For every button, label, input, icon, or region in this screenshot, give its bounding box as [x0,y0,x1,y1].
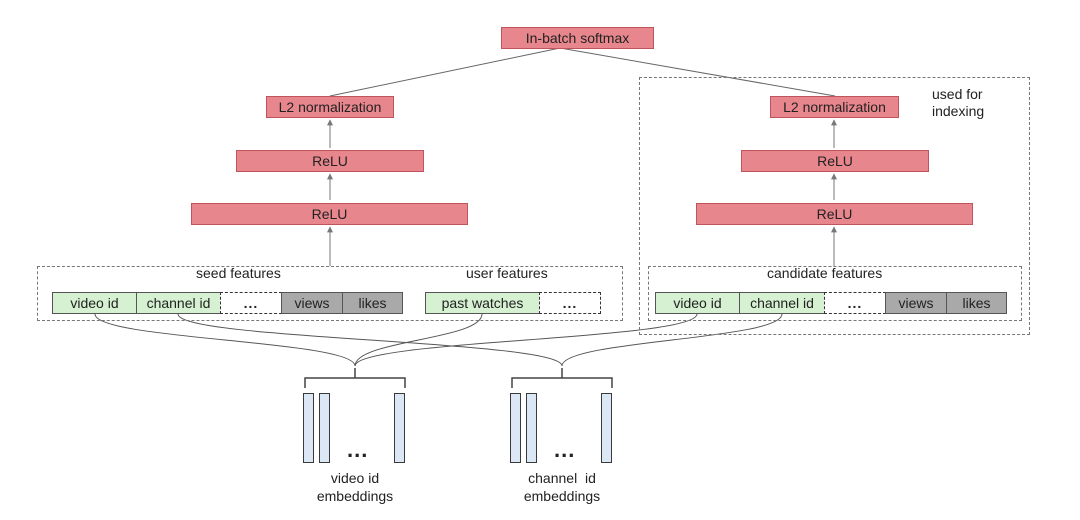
past-watches-curve [354,313,483,367]
video-embedding-column-n [394,393,405,463]
right-l2-normalization-box: L2 normalization [770,96,899,118]
channel-id-embeddings-caption: channel id embeddings [506,469,618,505]
left-relu-upper-box: ReLU [236,150,424,172]
candidate-features-label: candidate features [767,265,883,281]
left-video-id-text: video id [70,295,119,311]
channel-caption-line1: channel id [528,470,596,486]
left-video-id-feature: video id [52,292,137,314]
channel-embedding-column-1 [510,393,521,463]
softmax-left-link [329,47,561,97]
video-embedding-column-1 [303,393,314,463]
channel-embedding-column-n [601,393,612,463]
left-l2-normalization-label: L2 normalization [278,99,382,115]
left-likes-text: likes [358,295,387,311]
left-features-region [37,266,623,321]
right-likes-text: likes [962,295,991,311]
left-channel-id-text: channel id [146,295,211,311]
right-channel-id-text: channel id [750,295,814,311]
past-watches-feature: past watches [425,292,540,314]
video-caption-line2: embeddings [316,488,394,504]
channel-embedding-column-2 [526,393,537,463]
used-for-indexing-note: used for indexing [932,86,1002,120]
left-views-text: views [294,295,330,311]
user-features-label: user features [466,265,548,281]
right-relu-lower-box: ReLU [696,203,973,225]
left-relu-lower-box: ReLU [191,203,468,225]
right-relu-upper-box: ReLU [741,150,929,172]
video-id-embeddings-caption: video id embeddings [300,469,410,505]
channel-embedding-brace [511,368,613,388]
left-seed-ellipsis-text: ... [243,295,259,311]
right-ellipsis-feature: ... [824,292,886,314]
video-caption-line1: video id [330,470,380,486]
right-relu-lower-label: ReLU [816,206,853,222]
left-relu-upper-label: ReLU [312,153,348,169]
in-batch-softmax-label: In-batch softmax [525,30,630,46]
video-embedding-ellipsis: ... [347,437,369,462]
video-embedding-column-2 [319,393,330,463]
right-ellipsis-text: ... [847,295,863,311]
past-watches-text: past watches [441,295,524,311]
right-channel-id-feature: channel id [739,292,825,314]
left-channel-id-feature: channel id [136,292,221,314]
right-l2-normalization-label: L2 normalization [783,99,886,115]
left-likes-feature: likes [342,292,403,314]
channel-id-left-curve [177,313,563,367]
seed-features-label: seed features [196,265,281,281]
left-seed-ellipsis-feature: ... [220,292,282,314]
used-for-indexing-text: used for indexing [932,86,985,119]
right-views-feature: views [885,292,947,314]
video-id-right-curve [354,313,698,367]
softmax-right-link [559,47,836,97]
indexing-region [639,77,1030,335]
user-ellipsis-feature: ... [539,292,601,314]
left-views-feature: views [281,292,343,314]
in-batch-softmax-box: In-batch softmax [501,27,654,49]
video-embedding-brace [304,368,406,388]
left-l2-normalization-box: L2 normalization [266,96,394,118]
channel-id-right-curve [561,313,783,367]
channel-embedding-ellipsis: ... [554,437,576,462]
right-video-id-text: video id [673,295,722,311]
right-views-text: views [898,295,934,311]
candidate-features-region [648,266,1022,321]
right-video-id-feature: video id [655,292,740,314]
user-ellipsis-text: ... [562,295,578,311]
channel-caption-line2: embeddings [523,488,601,504]
left-relu-lower-label: ReLU [311,206,348,222]
video-id-left-curve [94,313,356,367]
right-likes-feature: likes [946,292,1007,314]
right-relu-upper-label: ReLU [817,153,853,169]
